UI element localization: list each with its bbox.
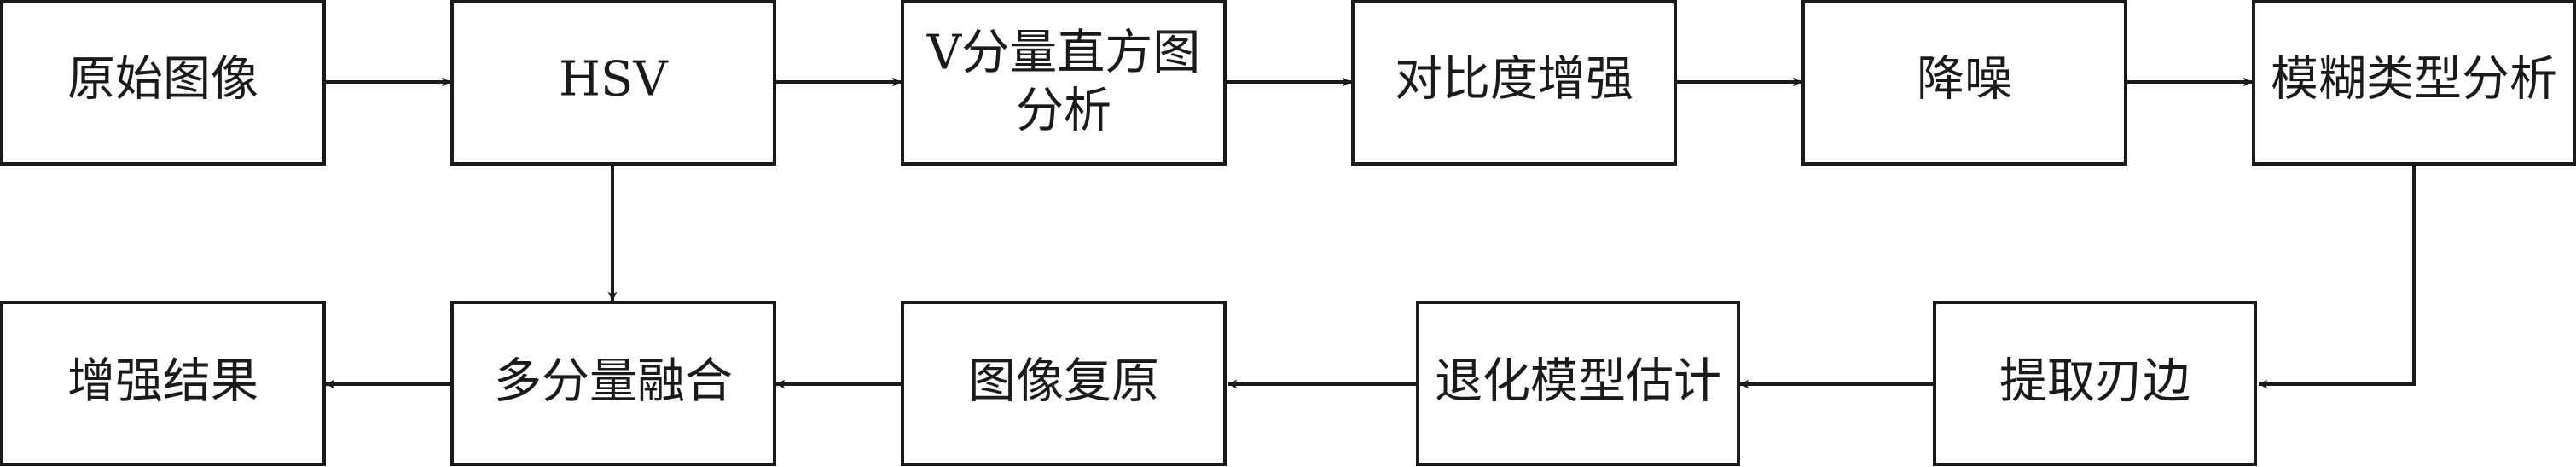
node-label: 多分量融合 bbox=[494, 354, 733, 410]
node-blur-type: 模糊类型分析 bbox=[2252, 0, 2576, 166]
node-label: 对比度增强 bbox=[1395, 52, 1633, 108]
edge-n6-n7 bbox=[2258, 166, 2416, 389]
node-hsv: HSV bbox=[450, 0, 776, 166]
node-label: 增强结果 bbox=[67, 354, 258, 410]
node-original-image: 原始图像 bbox=[0, 0, 326, 166]
node-label-line-1: V分量直方图 bbox=[926, 26, 1200, 81]
node-label: HSV bbox=[559, 52, 669, 108]
node-extract-edge: 提取刃边 bbox=[1933, 301, 2257, 466]
node-label: 降噪 bbox=[1917, 52, 2012, 108]
node-label: 图像复原 bbox=[968, 354, 1159, 410]
node-label: 原始图像 bbox=[67, 52, 258, 108]
node-label: 模糊类型分析 bbox=[2271, 52, 2557, 108]
node-denoise: 降噪 bbox=[1801, 0, 2127, 166]
node-label: 提取刃边 bbox=[1999, 354, 2190, 410]
node-label: 退化模型估计 bbox=[1435, 354, 1721, 410]
node-degradation-model: 退化模型估计 bbox=[1416, 301, 1740, 466]
node-v-histogram: V分量直方图 分析 bbox=[901, 0, 1227, 166]
node-multi-fusion: 多分量融合 bbox=[450, 301, 776, 466]
node-image-restore: 图像复原 bbox=[901, 301, 1227, 466]
node-enhanced-result: 增强结果 bbox=[0, 301, 326, 466]
node-contrast-enhance: 对比度增强 bbox=[1351, 0, 1677, 166]
node-label-line-2: 分析 bbox=[1016, 84, 1111, 139]
